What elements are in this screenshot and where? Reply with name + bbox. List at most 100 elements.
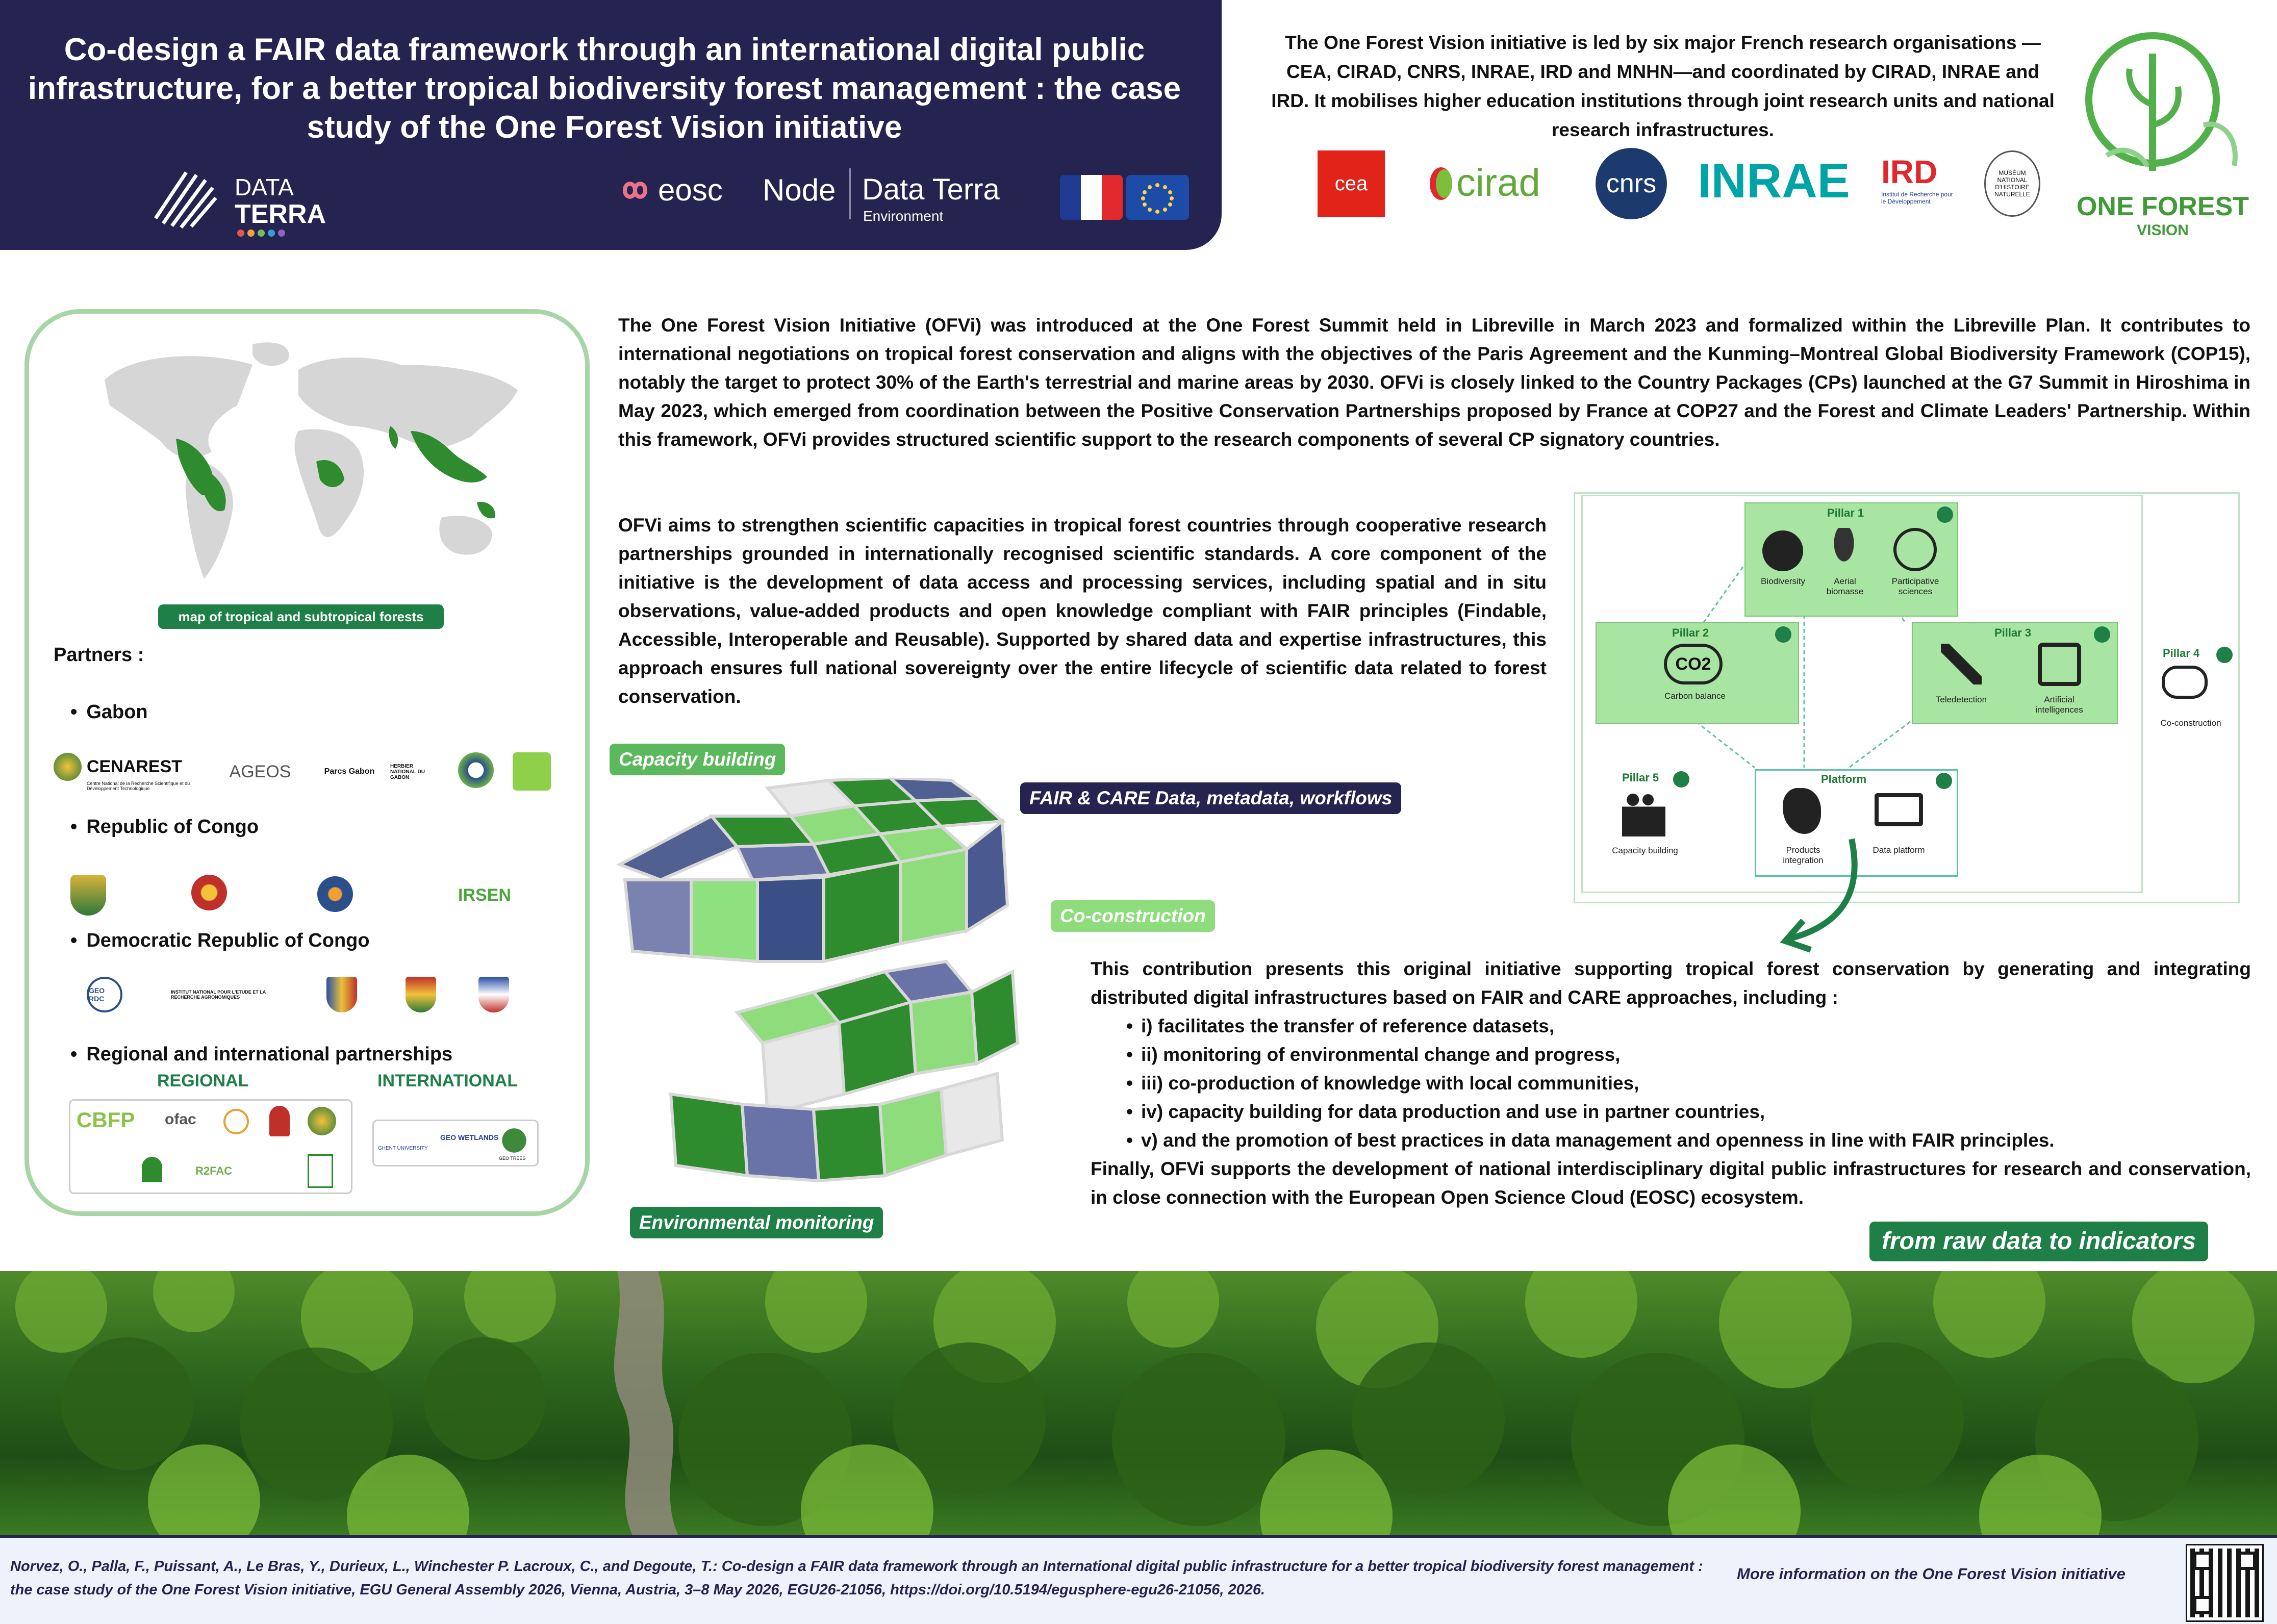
data-platform-monitor-icon bbox=[1875, 793, 1923, 826]
partner-country-drc: Democratic Republic of Congo bbox=[70, 930, 369, 952]
regional-partner-circle-icon bbox=[308, 1107, 336, 1135]
pillar-3-label-teledetection: Teledetection bbox=[1935, 695, 1987, 704]
dataterra-word-data: DATA bbox=[235, 174, 294, 200]
tag-co-construction: Co-construction bbox=[1051, 900, 1215, 932]
contribution-item: i) facilitates the transfer of reference… bbox=[1126, 1012, 2251, 1041]
drc-partner-shield-3-icon bbox=[478, 977, 509, 1012]
forest-canopy-illustration bbox=[15, 1271, 2255, 1535]
cnrs-logo-text: cnrs bbox=[1606, 169, 1657, 198]
france-flag-icon bbox=[1060, 175, 1123, 220]
parcs-gabon-logo-text: Parcs Gabon bbox=[324, 767, 375, 776]
tag-environmental-monitoring: Environmental monitoring bbox=[630, 1207, 883, 1238]
cnrs-logo: cnrs bbox=[1596, 148, 1667, 219]
handshake-icon bbox=[2162, 666, 2208, 699]
tag-raw-data-to-indicators: from raw data to indicators bbox=[1869, 1222, 2209, 1261]
congo-partner-emblem-2-icon bbox=[191, 875, 227, 910]
inrae-logo-text: INRAE bbox=[1698, 154, 1850, 208]
aerial-biomass-tree-icon bbox=[1829, 528, 1859, 571]
more-information-link[interactable]: More information on the One Forest Visio… bbox=[1737, 1565, 2126, 1583]
international-heading: INTERNATIONAL bbox=[377, 1071, 518, 1090]
pillar-2-label: Carbon balance bbox=[1664, 691, 1726, 701]
cea-logo: cea bbox=[1318, 150, 1385, 217]
pillar-3-label-ai: Artificial intelligences bbox=[2035, 695, 2083, 715]
eu-flag-icon bbox=[1126, 175, 1189, 220]
herbier-national-logo: HERBIER NATIONAL DU GABON bbox=[390, 754, 436, 790]
geo-rdc-logo: GEO RDC bbox=[87, 977, 122, 1012]
inrae-logo: INRAE bbox=[1698, 153, 1856, 214]
intro-paragraph-1: The One Forest Vision Initiative (OFVi) … bbox=[618, 315, 2250, 450]
pillar-1-badge-icon bbox=[1937, 506, 1953, 523]
pillar-5-badge-icon bbox=[1673, 771, 1689, 788]
pillar-3-title: Pillar 3 bbox=[1994, 626, 2032, 639]
herbier-logo-text: HERBIER NATIONAL DU GABON bbox=[390, 763, 425, 780]
geo-trees-tree-icon bbox=[499, 1125, 529, 1156]
ofac-logo: ofac bbox=[165, 1111, 196, 1128]
ofv-tree-icon bbox=[2085, 32, 2238, 171]
satellite-icon bbox=[1941, 644, 1982, 684]
ird-logo-subtext: Institut de Recherche pour le Développem… bbox=[1881, 191, 1953, 205]
platform-label-data: Data platform bbox=[1873, 845, 1925, 855]
pillar-2-box bbox=[1596, 622, 1799, 724]
capacity-building-people-icon bbox=[1622, 791, 1665, 836]
eosc-infinity-icon bbox=[622, 182, 648, 199]
tag-capacity-building: Capacity building bbox=[610, 744, 786, 775]
curved-arrow-icon bbox=[1780, 838, 1858, 953]
regional-heading: REGIONAL bbox=[157, 1071, 249, 1090]
ageos-logo: AGEOS bbox=[214, 754, 306, 790]
logo-divider bbox=[849, 168, 851, 219]
inera-logo: INSTITUT NATIONAL POUR L'ETUDE ET LA REC… bbox=[171, 977, 283, 1012]
tag-fair-care-data: FAIR & CARE Data, metadata, workflows bbox=[1020, 782, 1402, 814]
contribution-finally: Finally, OFVi supports the development o… bbox=[1091, 1158, 2251, 1208]
geo-rdc-logo-text: GEO RDC bbox=[89, 986, 105, 1003]
pillar-1-title: Pillar 1 bbox=[1827, 506, 1864, 519]
gabon-partner-emblem-icon bbox=[458, 752, 494, 788]
pillar-4-title: Pillar 4 bbox=[2163, 647, 2200, 659]
mnhn-logo-text: MUSÉUM NATIONAL D'HISTOIRE NATURELLE bbox=[1994, 169, 2030, 198]
ofv-logo-line1: ONE FOREST bbox=[2076, 192, 2249, 221]
footer-bar bbox=[0, 1535, 2277, 1624]
qr-code-icon[interactable] bbox=[2186, 1544, 2264, 1622]
dataterra-env-word: Data Terra bbox=[862, 173, 1000, 206]
rubiks-cube-illustration bbox=[616, 778, 1020, 1183]
drc-partner-shield-2-icon bbox=[406, 977, 436, 1012]
biodiversity-icon bbox=[1762, 530, 1803, 571]
geo-wetlands-logo: GEO WETLANDS bbox=[440, 1133, 499, 1141]
international-logos-box: GHENT UNIVERSITY GEO WETLANDS GEO TREES bbox=[372, 1120, 539, 1166]
geo-trees-logo: GEO TREES bbox=[499, 1156, 526, 1161]
cirad-logo: cirad bbox=[1426, 158, 1558, 209]
cbfp-logo: CBFP bbox=[77, 1108, 135, 1132]
regional-partner-ring-icon bbox=[223, 1109, 249, 1134]
cirad-leaf-icon bbox=[1430, 167, 1452, 200]
forest-aerial-photo bbox=[0, 1271, 2277, 1535]
congo-partner-emblem-1-icon bbox=[70, 875, 106, 916]
irsen-logo-text: IRSEN bbox=[458, 885, 511, 905]
regional-partner-square-icon bbox=[308, 1154, 333, 1188]
cirad-logo-text: cirad bbox=[1456, 161, 1540, 205]
intro-organisations: The One Forest Vision initiative is led … bbox=[1271, 32, 2055, 140]
participative-sciences-icon bbox=[1893, 528, 1937, 571]
eosc-node-logo: eosc Node Data Terra Environment bbox=[615, 168, 1007, 230]
pillar-1-label-biomass: Aerial biomasse bbox=[1826, 576, 1864, 596]
platform-badge-icon bbox=[1936, 773, 1952, 789]
regional-partner-tree-icon bbox=[142, 1157, 162, 1182]
contribution-item: iii) co-production of knowledge with loc… bbox=[1126, 1069, 2251, 1098]
ird-logo: IRD Institut de Recherche pour le Dévelo… bbox=[1881, 153, 1958, 219]
platform-title: Platform bbox=[1821, 773, 1867, 785]
congo-partner-emblem-3-icon bbox=[317, 876, 353, 912]
partner-country-congo: Republic of Congo bbox=[70, 816, 259, 838]
ird-logo-text: IRD bbox=[1881, 154, 1938, 190]
platform-label-products: Products integration bbox=[1783, 845, 1824, 865]
intro-paragraph-2: OFVi aims to strengthen scientific capac… bbox=[618, 515, 1547, 707]
pillar-2-title: Pillar 2 bbox=[1672, 626, 1709, 639]
citation: Norvez, O., Palla, F., Puissant, A., Le … bbox=[10, 1558, 1703, 1598]
contribution-item: v) and the promotion of best practices i… bbox=[1126, 1126, 2251, 1155]
pillar-3-badge-icon bbox=[2094, 626, 2110, 643]
partners-heading: Partners : bbox=[54, 644, 144, 666]
pillar-5-label: Capacity building bbox=[1612, 846, 1678, 855]
ai-chip-icon bbox=[2038, 643, 2081, 686]
node-word: Node bbox=[763, 173, 836, 207]
pillar-2-badge-icon bbox=[1775, 626, 1791, 643]
cea-logo-text: cea bbox=[1334, 172, 1368, 195]
contribution-list: i) facilitates the transfer of reference… bbox=[1091, 1012, 2251, 1155]
africa-map-icon bbox=[1783, 788, 1821, 834]
